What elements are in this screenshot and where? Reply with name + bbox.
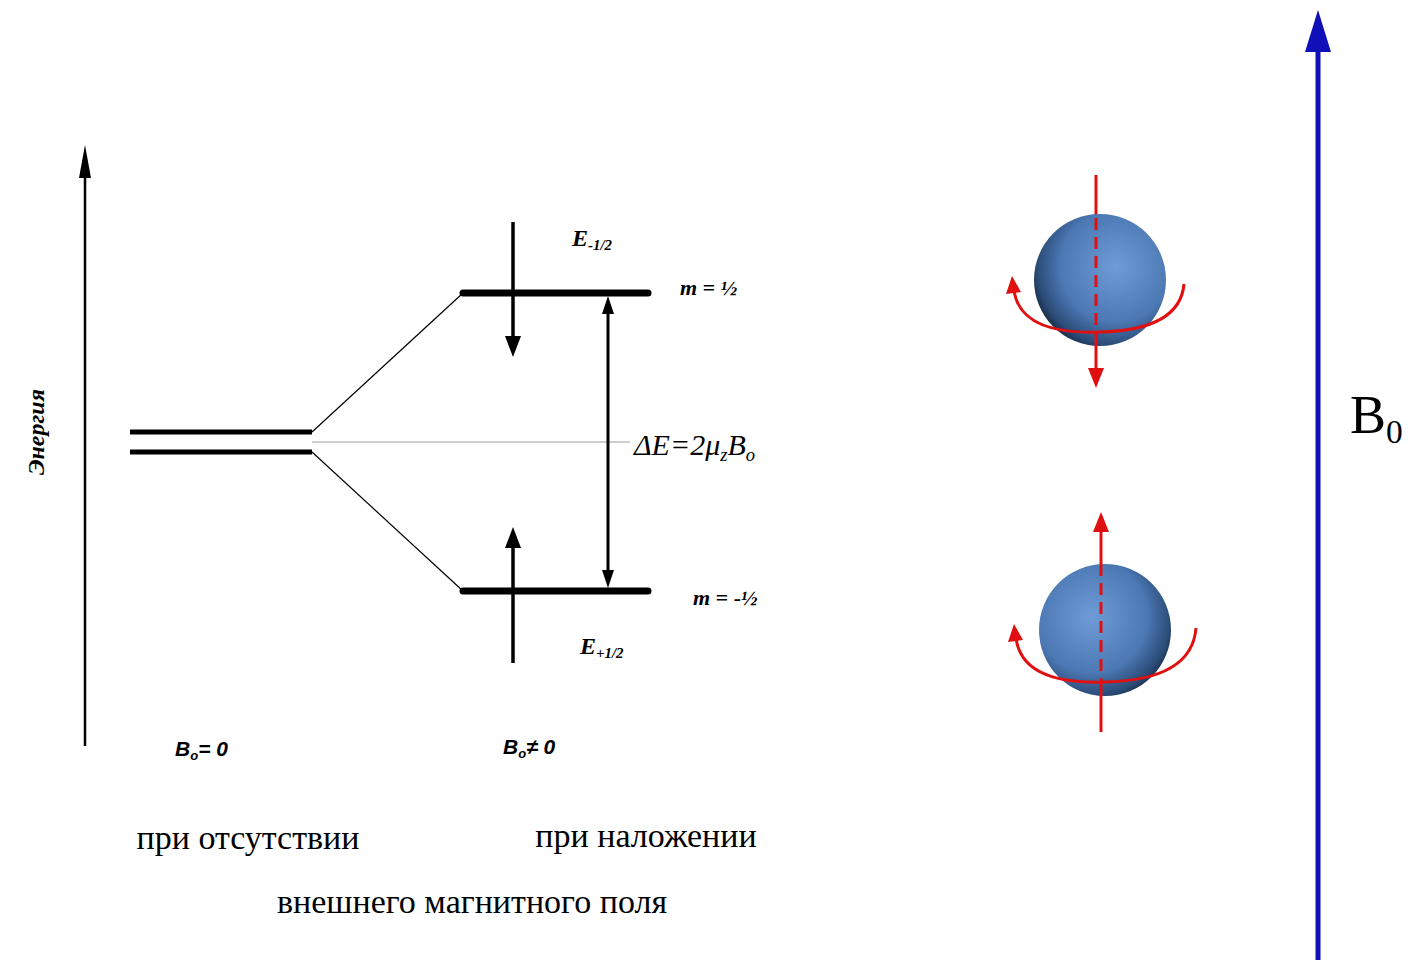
nucleus-top: [1006, 175, 1184, 388]
spin-arrow: [511, 222, 515, 340]
field-head: [1305, 10, 1331, 52]
split-line: [312, 452, 463, 591]
arrow-head: [602, 296, 614, 314]
axis-label: Энергия: [24, 389, 48, 475]
nucleus-bottom: [1008, 512, 1196, 732]
axis-head: [79, 145, 91, 178]
arrow-head: [505, 336, 521, 357]
field-label: B0: [1350, 388, 1403, 449]
energy-gap: ΔE=2μzBo: [634, 430, 755, 464]
arrow-head: [602, 570, 614, 588]
level-energy: E-1/2: [572, 226, 612, 253]
arrow-head: [505, 527, 521, 548]
field-condition: Bo= 0: [175, 738, 228, 762]
caption-text: внешнего магнитного поля: [277, 885, 667, 919]
quantum-number: m = -½: [693, 587, 757, 609]
level-line: [463, 588, 648, 595]
gap-arrow: [607, 310, 610, 574]
split-line: [312, 293, 463, 432]
field-condition: Bo≠ 0: [503, 736, 555, 760]
level-energy: E+1/2: [580, 634, 624, 661]
level-line: [130, 450, 312, 455]
level-line: [463, 290, 648, 297]
guide-line: [312, 442, 630, 443]
quantum-number: m = ½: [680, 277, 737, 299]
caption-text: при отсутствии: [136, 821, 359, 855]
level-line: [130, 430, 312, 435]
caption-text: при наложении: [535, 819, 756, 853]
spin-arrow: [511, 545, 515, 663]
field-axis: [1316, 40, 1321, 960]
energy-axis: [84, 170, 87, 746]
